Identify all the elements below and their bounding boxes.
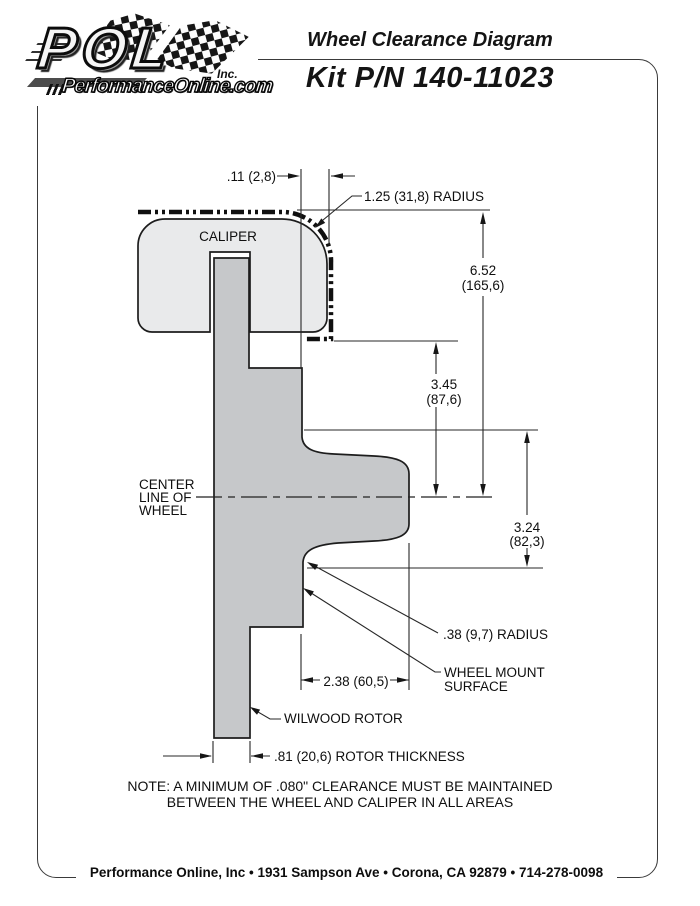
logo-site-text: PerformanceOnline.com — [60, 74, 274, 97]
document-title: Wheel Clearance Diagram — [307, 29, 553, 51]
label-rotor-thickness: .81 (20,6) ROTOR THICKNESS — [274, 749, 465, 764]
arrowheads — [200, 173, 530, 759]
caliper-shape — [137, 218, 328, 333]
label-radius-small: .38 (9,7) RADIUS — [443, 627, 548, 642]
dim-caliper-height-in: 6.52 — [470, 263, 496, 278]
kit-part-number: Kit P/N 140-11023 — [305, 62, 555, 94]
label-radius-large: 1.25 (31,8) RADIUS — [364, 189, 484, 204]
dim-hub-depth: 2.38 (60,5) — [323, 674, 388, 689]
label-caliper: CALIPER — [199, 229, 257, 244]
dim-register-to-mount-in: 3.24 — [514, 520, 541, 535]
clearance-note: NOTE: A MINIMUM OF .080" CLEARANCE MUST … — [40, 778, 640, 810]
label-centerline-3: WHEEL — [139, 503, 188, 518]
label-centerline-2: LINE OF — [139, 490, 192, 505]
clearance-note-line2: BETWEEN THE WHEEL AND CALIPER IN ALL ARE… — [166, 793, 514, 810]
label-centerline-1: CENTER — [139, 477, 195, 492]
dim-caliper-bottom-in: 3.45 — [431, 377, 457, 392]
label-wheel-mount-1: WHEEL MOUNT — [444, 665, 545, 680]
logo-acronym: POL — [33, 15, 177, 83]
company-address: Performance Online, Inc • 1931 Sampson A… — [75, 865, 618, 880]
wheel-envelope-line — [138, 209, 334, 342]
dim-register-to-mount-mm: (82,3) — [509, 534, 544, 549]
dim-caliper-bottom-mm: (87,6) — [426, 392, 461, 407]
dim-caliper-height-mm: (165,6) — [462, 278, 505, 293]
label-rotor: WILWOOD ROTOR — [284, 711, 403, 726]
footer: Performance Online, Inc • 1931 Sampson A… — [37, 864, 656, 882]
clearance-note-line1: NOTE: A MINIMUM OF .080" CLEARANCE MUST … — [127, 778, 553, 794]
rotor-shape — [213, 257, 410, 739]
performance-online-logo: POL Inc. PerformanceOnline.com — [22, 13, 274, 106]
label-wheel-mount-2: SURFACE — [444, 679, 508, 694]
dim-top-clearance: .11 (2,8) — [227, 169, 276, 184]
logo-inc-suffix: Inc. — [217, 67, 238, 81]
